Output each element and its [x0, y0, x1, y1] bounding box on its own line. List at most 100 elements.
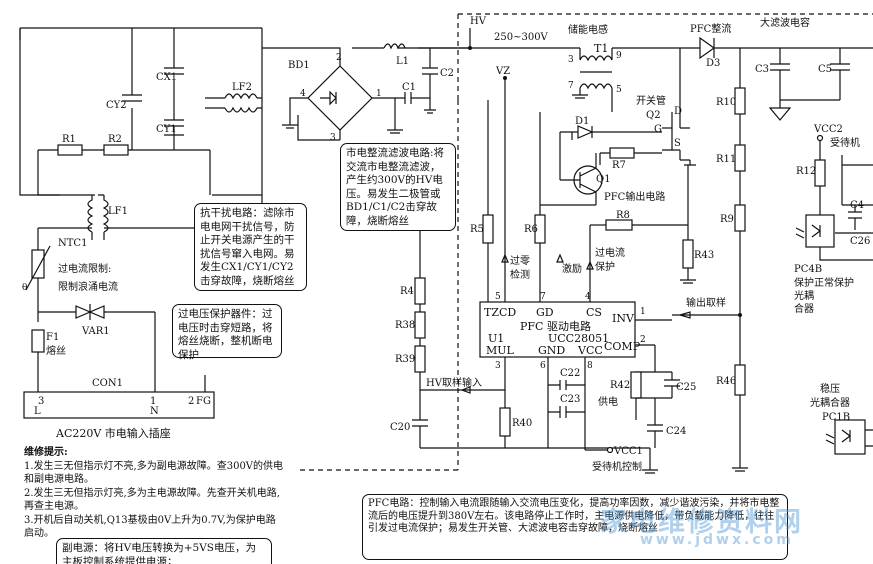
svg-text:熔丝: 熔丝 [46, 344, 66, 357]
svg-text:限制浪涌电流: 限制浪涌电流 [58, 280, 118, 293]
pin-inv: INV [612, 312, 635, 325]
svg-text:R40: R40 [512, 418, 532, 429]
pin-gd: GD [536, 306, 554, 319]
label-pfc-rectifier: PFC整流 [690, 22, 731, 35]
svg-text:7: 7 [568, 81, 574, 91]
svg-text:4: 4 [300, 89, 306, 99]
label-standby-control: 受待机控制 [592, 460, 642, 473]
note-anti-interference: 抗干扰电路：滤除市电电网干扰信号，防止开关电源产生的干扰信号窜入电网。易发生CX… [194, 203, 307, 291]
rectifier-section [282, 43, 470, 141]
svg-text:PC1B: PC1B [822, 412, 850, 423]
svg-text:R8: R8 [616, 210, 630, 221]
pfc-section [300, 13, 873, 474]
svg-text:R39: R39 [395, 354, 415, 365]
r43-resistor [682, 239, 694, 269]
f1-fuse [31, 329, 45, 353]
pin-cs: CS [586, 306, 602, 319]
note-rectifier-filter: 市电整流滤波电路:将交流市电整流滤波，产生约300V的HV电压。易发生二极管或B… [340, 143, 456, 231]
svg-text:R9: R9 [720, 214, 734, 225]
svg-text:6: 6 [540, 361, 546, 371]
svg-text:CX1: CX1 [156, 72, 177, 83]
u1-ucc28051-ic [479, 301, 636, 358]
r40-resistor [499, 407, 511, 437]
repair-tips: 维修提示: 1.发生三无但指示灯不亮,多为副电源故障。查300V的供电和副电源电… [24, 446, 284, 541]
label-range: 250~300V [494, 32, 549, 43]
ic-part-number: UCC28051 [548, 332, 609, 345]
svg-text:CON1: CON1 [92, 378, 123, 389]
svg-text:VCC2: VCC2 [813, 124, 843, 135]
svg-text:过电流限制:: 过电流限制: [58, 262, 111, 275]
svg-text:检测: 检测 [510, 268, 530, 281]
svg-text:VAR1: VAR1 [81, 326, 110, 337]
input-filter-section [19, 27, 298, 419]
r2-resistor [103, 144, 129, 156]
watermark-url: www.jdwx.com [640, 532, 794, 548]
repair-tip-2: 2.发生三无但指示灯亮,多为主电源故障。先查开关机电路,再查主电源。 [24, 487, 280, 513]
svg-text:C25: C25 [676, 382, 696, 393]
svg-text:C22: C22 [560, 368, 580, 379]
svg-text:LF1: LF1 [108, 206, 128, 217]
svg-text:光耦: 光耦 [794, 289, 814, 302]
svg-text:保护正常保护: 保护正常保护 [794, 276, 854, 289]
svg-text:CY2: CY2 [106, 100, 127, 111]
pin-tzcd: TZCD [484, 306, 516, 319]
note-pfc-circuit: PFC电路：控制输入电流跟随输入交流电压变化，提高功率因数，减少谐波污染，并将市… [362, 494, 788, 560]
svg-text:R43: R43 [694, 250, 714, 261]
svg-text:8: 8 [587, 361, 593, 371]
svg-text:F1: F1 [46, 332, 59, 343]
svg-text:C26: C26 [850, 236, 870, 247]
svg-text:稳压: 稳压 [820, 382, 840, 395]
d3-diode [699, 36, 716, 60]
svg-text:L: L [34, 406, 41, 417]
d1-diode [577, 125, 594, 139]
svg-text:C23: C23 [560, 394, 580, 405]
svg-text:3: 3 [568, 55, 574, 65]
svg-text:N: N [150, 406, 159, 417]
con1-socket [23, 391, 215, 419]
svg-text:Q2: Q2 [646, 110, 661, 121]
label-output-sample: 输出取样 [686, 296, 726, 309]
lf2-coil-bottom [224, 106, 258, 113]
svg-text:R6: R6 [524, 224, 538, 235]
svg-text:过零: 过零 [510, 254, 530, 267]
svg-text:R10: R10 [716, 97, 736, 108]
svg-text:C2: C2 [440, 68, 454, 79]
svg-text:D1: D1 [575, 116, 589, 127]
svg-text:U1: U1 [488, 332, 504, 345]
svg-text:R2: R2 [108, 134, 122, 145]
pfc-boundary [300, 13, 873, 471]
label-switch-tube: 开关管 [636, 94, 666, 107]
r38-resistor [414, 311, 426, 339]
svg-text:C24: C24 [666, 426, 686, 437]
ntc1-thermistor [31, 249, 45, 279]
r5-resistor [482, 214, 494, 244]
repair-tips-title: 维修提示: [24, 447, 68, 458]
svg-text:1: 1 [150, 396, 156, 407]
svg-text:C4: C4 [850, 200, 864, 211]
svg-text:LF2: LF2 [232, 82, 252, 93]
svg-text:2: 2 [336, 53, 342, 63]
svg-text:R42: R42 [610, 380, 630, 391]
note-aux-power: 副电源：将HV电压转换为+5VS电压，为主板控制系统提供电源； [56, 538, 272, 564]
svg-text:FG: FG [196, 396, 211, 407]
label-storage-inductor: 储能电感 [568, 23, 608, 36]
svg-text:BD1: BD1 [288, 60, 310, 71]
r42-resistor [630, 371, 642, 399]
svg-text:C1: C1 [402, 82, 416, 93]
pin-comp: COMP [604, 340, 641, 353]
r10-resistor [734, 87, 746, 115]
repair-tip-3: 3.开机后自动关机,Q13基极由0V上升为0.7V,为保护电路启动。 [24, 514, 276, 540]
svg-text:R46: R46 [716, 376, 736, 387]
svg-text:R11: R11 [716, 154, 736, 165]
component-labels: HV 250~300V 储能电感 T1 3 9 PFC整流 大滤波电容 D3 C… [22, 16, 870, 473]
lf2-coil-top [224, 93, 258, 100]
svg-text:PC4B: PC4B [794, 264, 822, 275]
svg-text:3: 3 [495, 361, 501, 371]
svg-text:VCC1: VCC1 [613, 446, 643, 457]
r8-resistor [605, 219, 633, 231]
pin-mul: MUL [486, 344, 515, 357]
watermark-text: 家电维修资料网 [600, 507, 803, 538]
svg-text:Q1: Q1 [596, 174, 611, 185]
